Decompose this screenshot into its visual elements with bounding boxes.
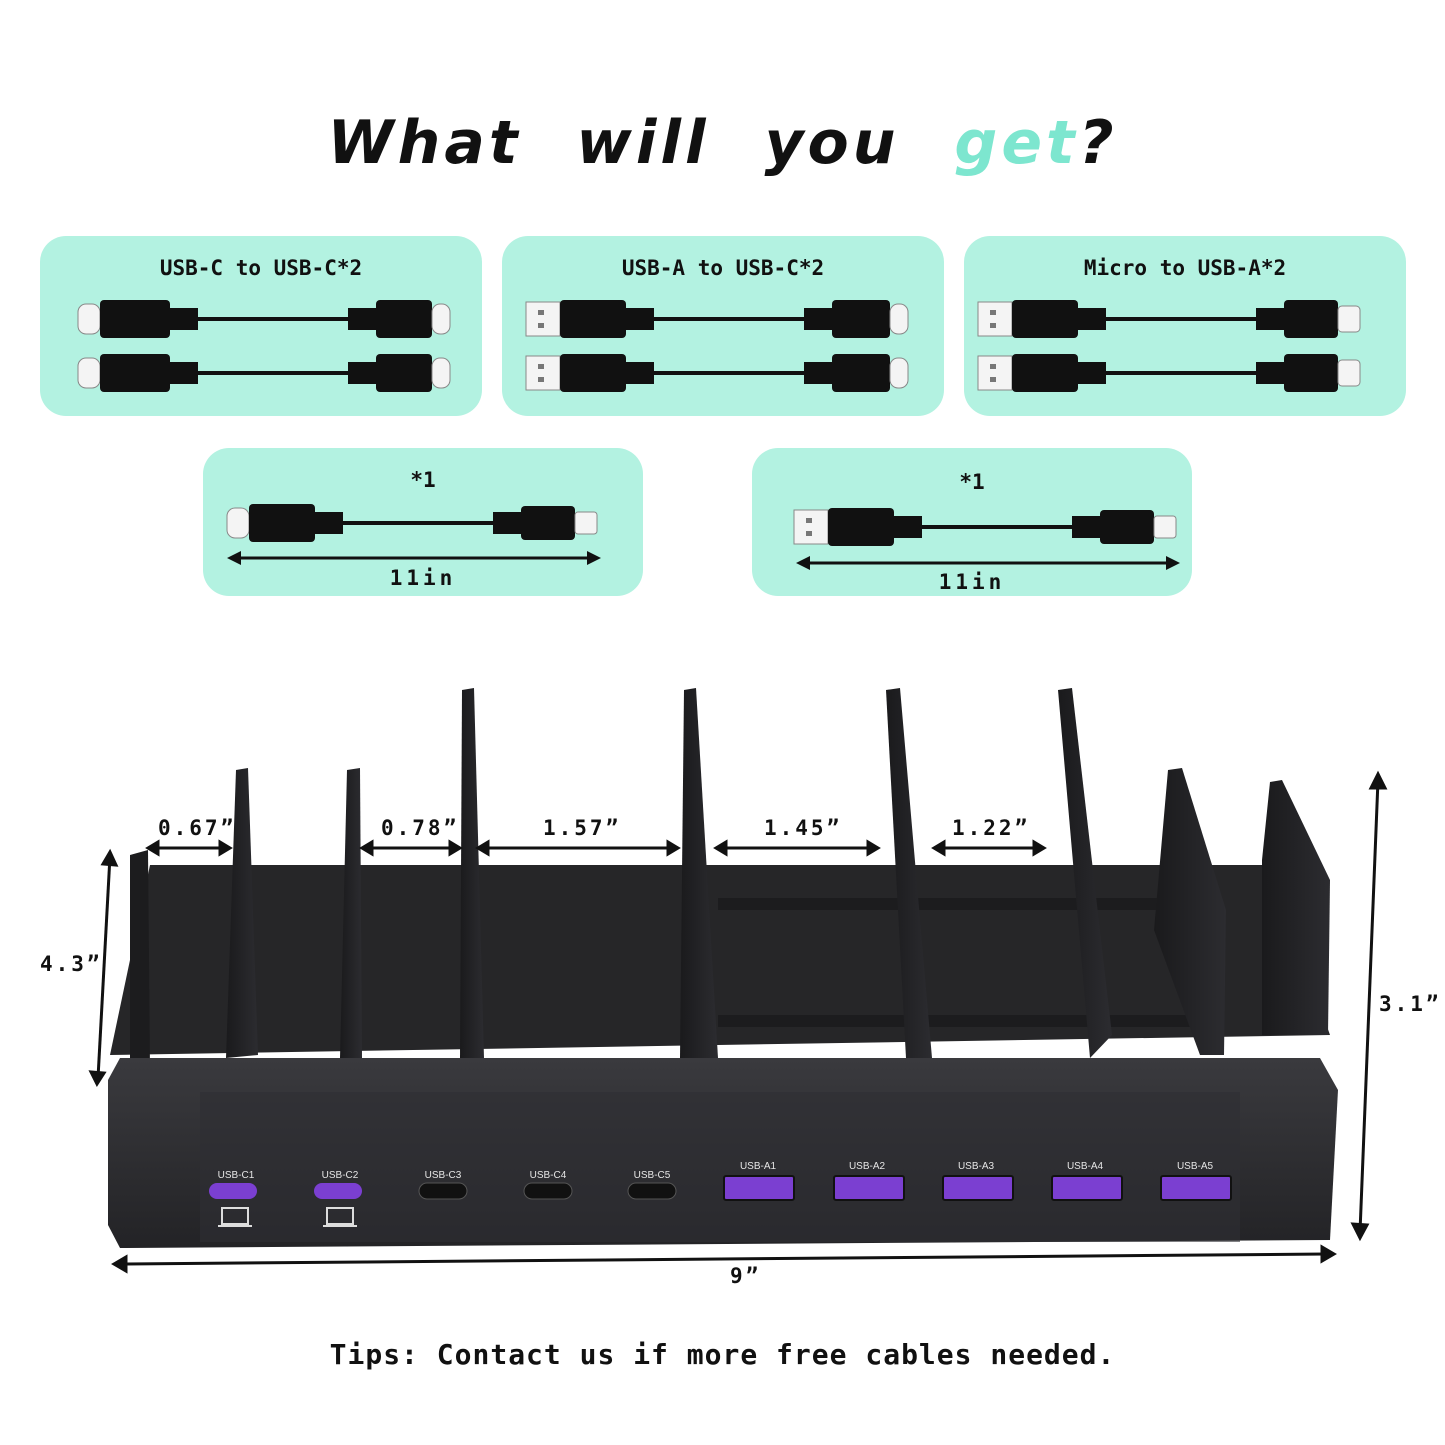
usba-port-icon bbox=[723, 1175, 795, 1201]
port-label: USB-A2 bbox=[848, 1161, 886, 1172]
usba-port-icon bbox=[1160, 1175, 1232, 1201]
port-label: USB-C2 bbox=[321, 1170, 359, 1181]
cable-length-label: 11in bbox=[389, 566, 457, 590]
port-label: USB-A4 bbox=[1066, 1161, 1104, 1172]
port-label: USB-A5 bbox=[1176, 1161, 1214, 1172]
title-end: ? bbox=[1078, 108, 1118, 178]
usbc-port-icon bbox=[627, 1182, 677, 1200]
laptop-icon bbox=[218, 1207, 252, 1227]
rail bbox=[718, 1015, 1218, 1027]
gap-dimension-label: 1.45” bbox=[764, 816, 843, 840]
card-label: *1 bbox=[959, 470, 985, 494]
port-label: USB-C3 bbox=[424, 1170, 462, 1181]
gap-dimension-label: 1.57” bbox=[543, 816, 622, 840]
usbc-port-icon bbox=[314, 1183, 362, 1199]
charging-station-illustration bbox=[88, 688, 1388, 1274]
height-dimension-label: 4.3” bbox=[40, 952, 103, 976]
micro-usba-cable-pair-icon bbox=[977, 300, 1361, 392]
tips-text: Tips: Contact us if more free cables nee… bbox=[329, 1338, 1116, 1371]
divider-plate bbox=[680, 688, 718, 1058]
cable-card-usbc-lightning: *1 11in bbox=[203, 448, 643, 596]
cable-length-label: 11in bbox=[938, 570, 1006, 594]
title-text: What will you bbox=[327, 108, 955, 178]
usba-port-icon bbox=[833, 1175, 905, 1201]
divider-plate bbox=[886, 688, 932, 1058]
port-label: USB-C4 bbox=[529, 1170, 567, 1181]
page-title: What will you get? bbox=[0, 108, 1445, 178]
usba-lightning-cable-icon bbox=[793, 508, 1180, 570]
card-label: USB-C to USB-C*2 bbox=[159, 256, 363, 280]
usba-usbc-cable-pair-icon bbox=[525, 300, 909, 392]
usbc-lightning-cable-icon bbox=[226, 504, 601, 565]
cable-card-micro-usba: Micro to USB-A*2 bbox=[964, 236, 1406, 416]
card-label: USB-A to USB-C*2 bbox=[621, 256, 825, 280]
divider-plate bbox=[1154, 768, 1226, 1055]
card-label: Micro to USB-A*2 bbox=[1083, 256, 1287, 280]
divider-plate bbox=[1058, 688, 1112, 1058]
cable-card-usba-usbc: USB-A to USB-C*2 bbox=[502, 236, 944, 416]
divider-plate bbox=[226, 768, 258, 1058]
width-dimension-label: 9” bbox=[730, 1264, 762, 1288]
cable-card-usba-lightning: *1 11in bbox=[752, 448, 1192, 596]
dimension-arrows bbox=[88, 770, 1388, 1274]
title-accent: get bbox=[954, 108, 1079, 178]
divider-plate bbox=[130, 850, 150, 1075]
port-label: USB-A1 bbox=[739, 1161, 777, 1172]
usba-port-icon bbox=[942, 1175, 1014, 1201]
cable-card-usbc-usbc: USB-C to USB-C*2 bbox=[40, 236, 482, 416]
port-label: USB-A3 bbox=[957, 1161, 995, 1172]
laptop-icon bbox=[323, 1207, 357, 1227]
rail bbox=[718, 898, 1218, 910]
gap-dimension-label: 0.78” bbox=[381, 816, 460, 840]
usbc-port-icon bbox=[418, 1182, 468, 1200]
station-top-surface bbox=[110, 865, 1330, 1055]
port-label: USB-C5 bbox=[633, 1170, 671, 1181]
gap-dimension-label: 0.67” bbox=[158, 816, 237, 840]
usbc-port-icon bbox=[209, 1183, 257, 1199]
gap-dimension-label: 1.22” bbox=[952, 816, 1031, 840]
port-label: USB-C1 bbox=[217, 1170, 255, 1181]
divider-plate bbox=[340, 768, 362, 1058]
usba-port-icon bbox=[1051, 1175, 1123, 1201]
usbc-port-icon bbox=[523, 1182, 573, 1200]
usbc-cable-pair-icon bbox=[77, 300, 451, 392]
divider-plate bbox=[1262, 780, 1330, 1035]
depth-dimension-label: 3.1” bbox=[1379, 992, 1442, 1016]
divider-plate bbox=[460, 688, 484, 1058]
card-label: *1 bbox=[410, 468, 436, 492]
